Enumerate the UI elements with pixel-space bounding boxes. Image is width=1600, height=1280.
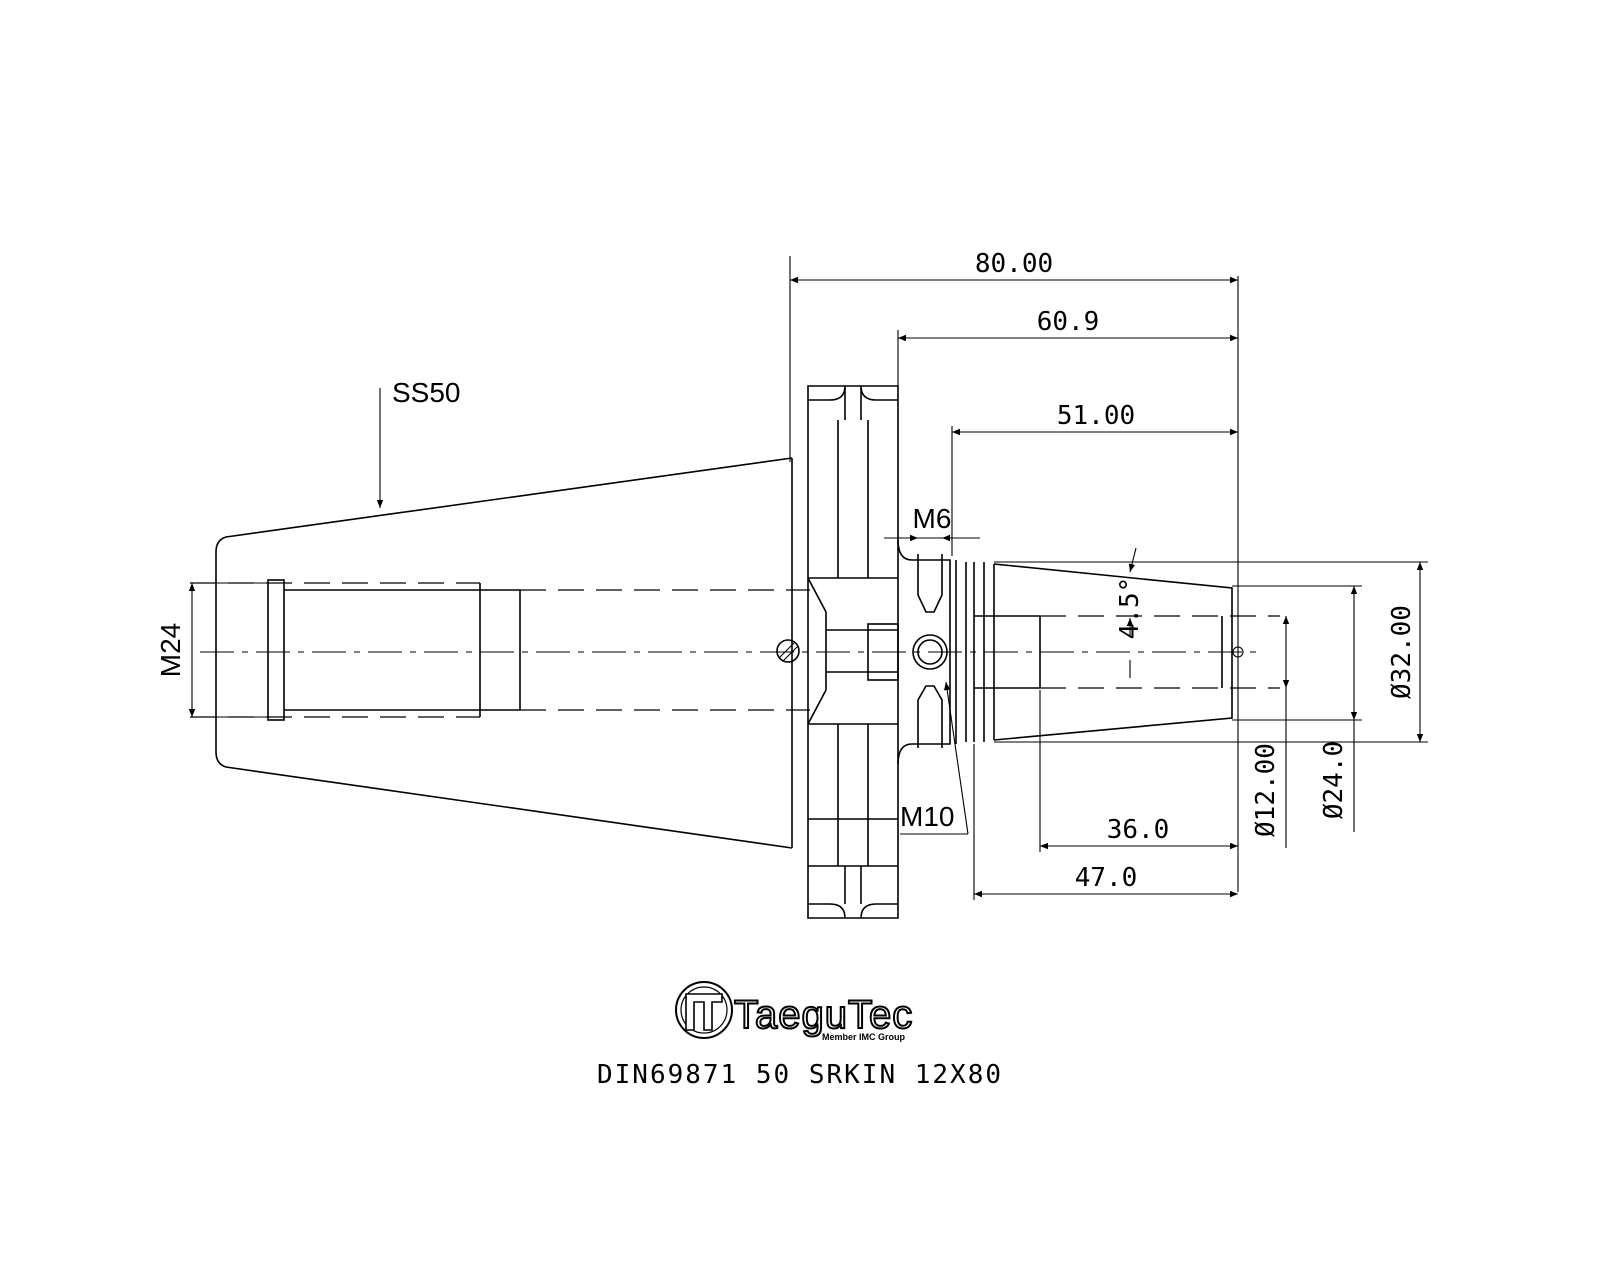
svg-text:47.0: 47.0 <box>1075 863 1138 893</box>
svg-text:Ø12.00: Ø12.00 <box>1251 743 1281 837</box>
svg-text:M10: M10 <box>900 801 954 832</box>
taper-shank <box>190 457 810 849</box>
svg-text:Ø24.0: Ø24.0 <box>1319 741 1349 819</box>
svg-text:80.00: 80.00 <box>975 249 1053 279</box>
dim-length-d: 47.0 <box>973 744 1238 900</box>
svg-text:TaeguTec: TaeguTec <box>734 993 913 1037</box>
svg-text:4.5°: 4.5° <box>1115 577 1145 640</box>
dim-length-c: 36.0 <box>1039 690 1238 852</box>
part-designation: DIN69871 50 SRKIN 12X80 <box>596 1060 1004 1090</box>
svg-text:51.00: 51.00 <box>1057 401 1135 431</box>
label-thread-side: M10 <box>900 681 969 835</box>
svg-text:Member IMC Group: Member IMC Group <box>822 1032 906 1042</box>
svg-text:M6: M6 <box>913 503 952 534</box>
svg-text:Ø32.00: Ø32.00 <box>1387 605 1417 699</box>
label-thread-rear: M24 <box>155 582 270 718</box>
dim-length-b: 51.00 <box>951 401 1238 556</box>
svg-text:60.9: 60.9 <box>1037 307 1100 337</box>
svg-text:SS50: SS50 <box>392 377 461 408</box>
dim-length-a: 60.9 <box>897 307 1238 388</box>
dim-dia-bore: Ø12.00 <box>1251 616 1290 848</box>
brand-logo: TaeguTec Member IMC Group <box>675 981 913 1042</box>
dim-dia-outer: Ø32.00 <box>994 561 1428 743</box>
dim-angle: 4.5° <box>1115 547 1145 678</box>
flange <box>807 385 899 919</box>
svg-text:M24: M24 <box>155 623 186 677</box>
label-taper: SS50 <box>376 377 461 508</box>
cross-hole <box>776 639 800 663</box>
label-thread-small: M6 <box>884 503 980 542</box>
svg-text:36.0: 36.0 <box>1107 815 1170 845</box>
dim-dia-mid: Ø24.0 <box>1232 585 1362 832</box>
dim-overall-length: 80.00 <box>789 249 1239 892</box>
